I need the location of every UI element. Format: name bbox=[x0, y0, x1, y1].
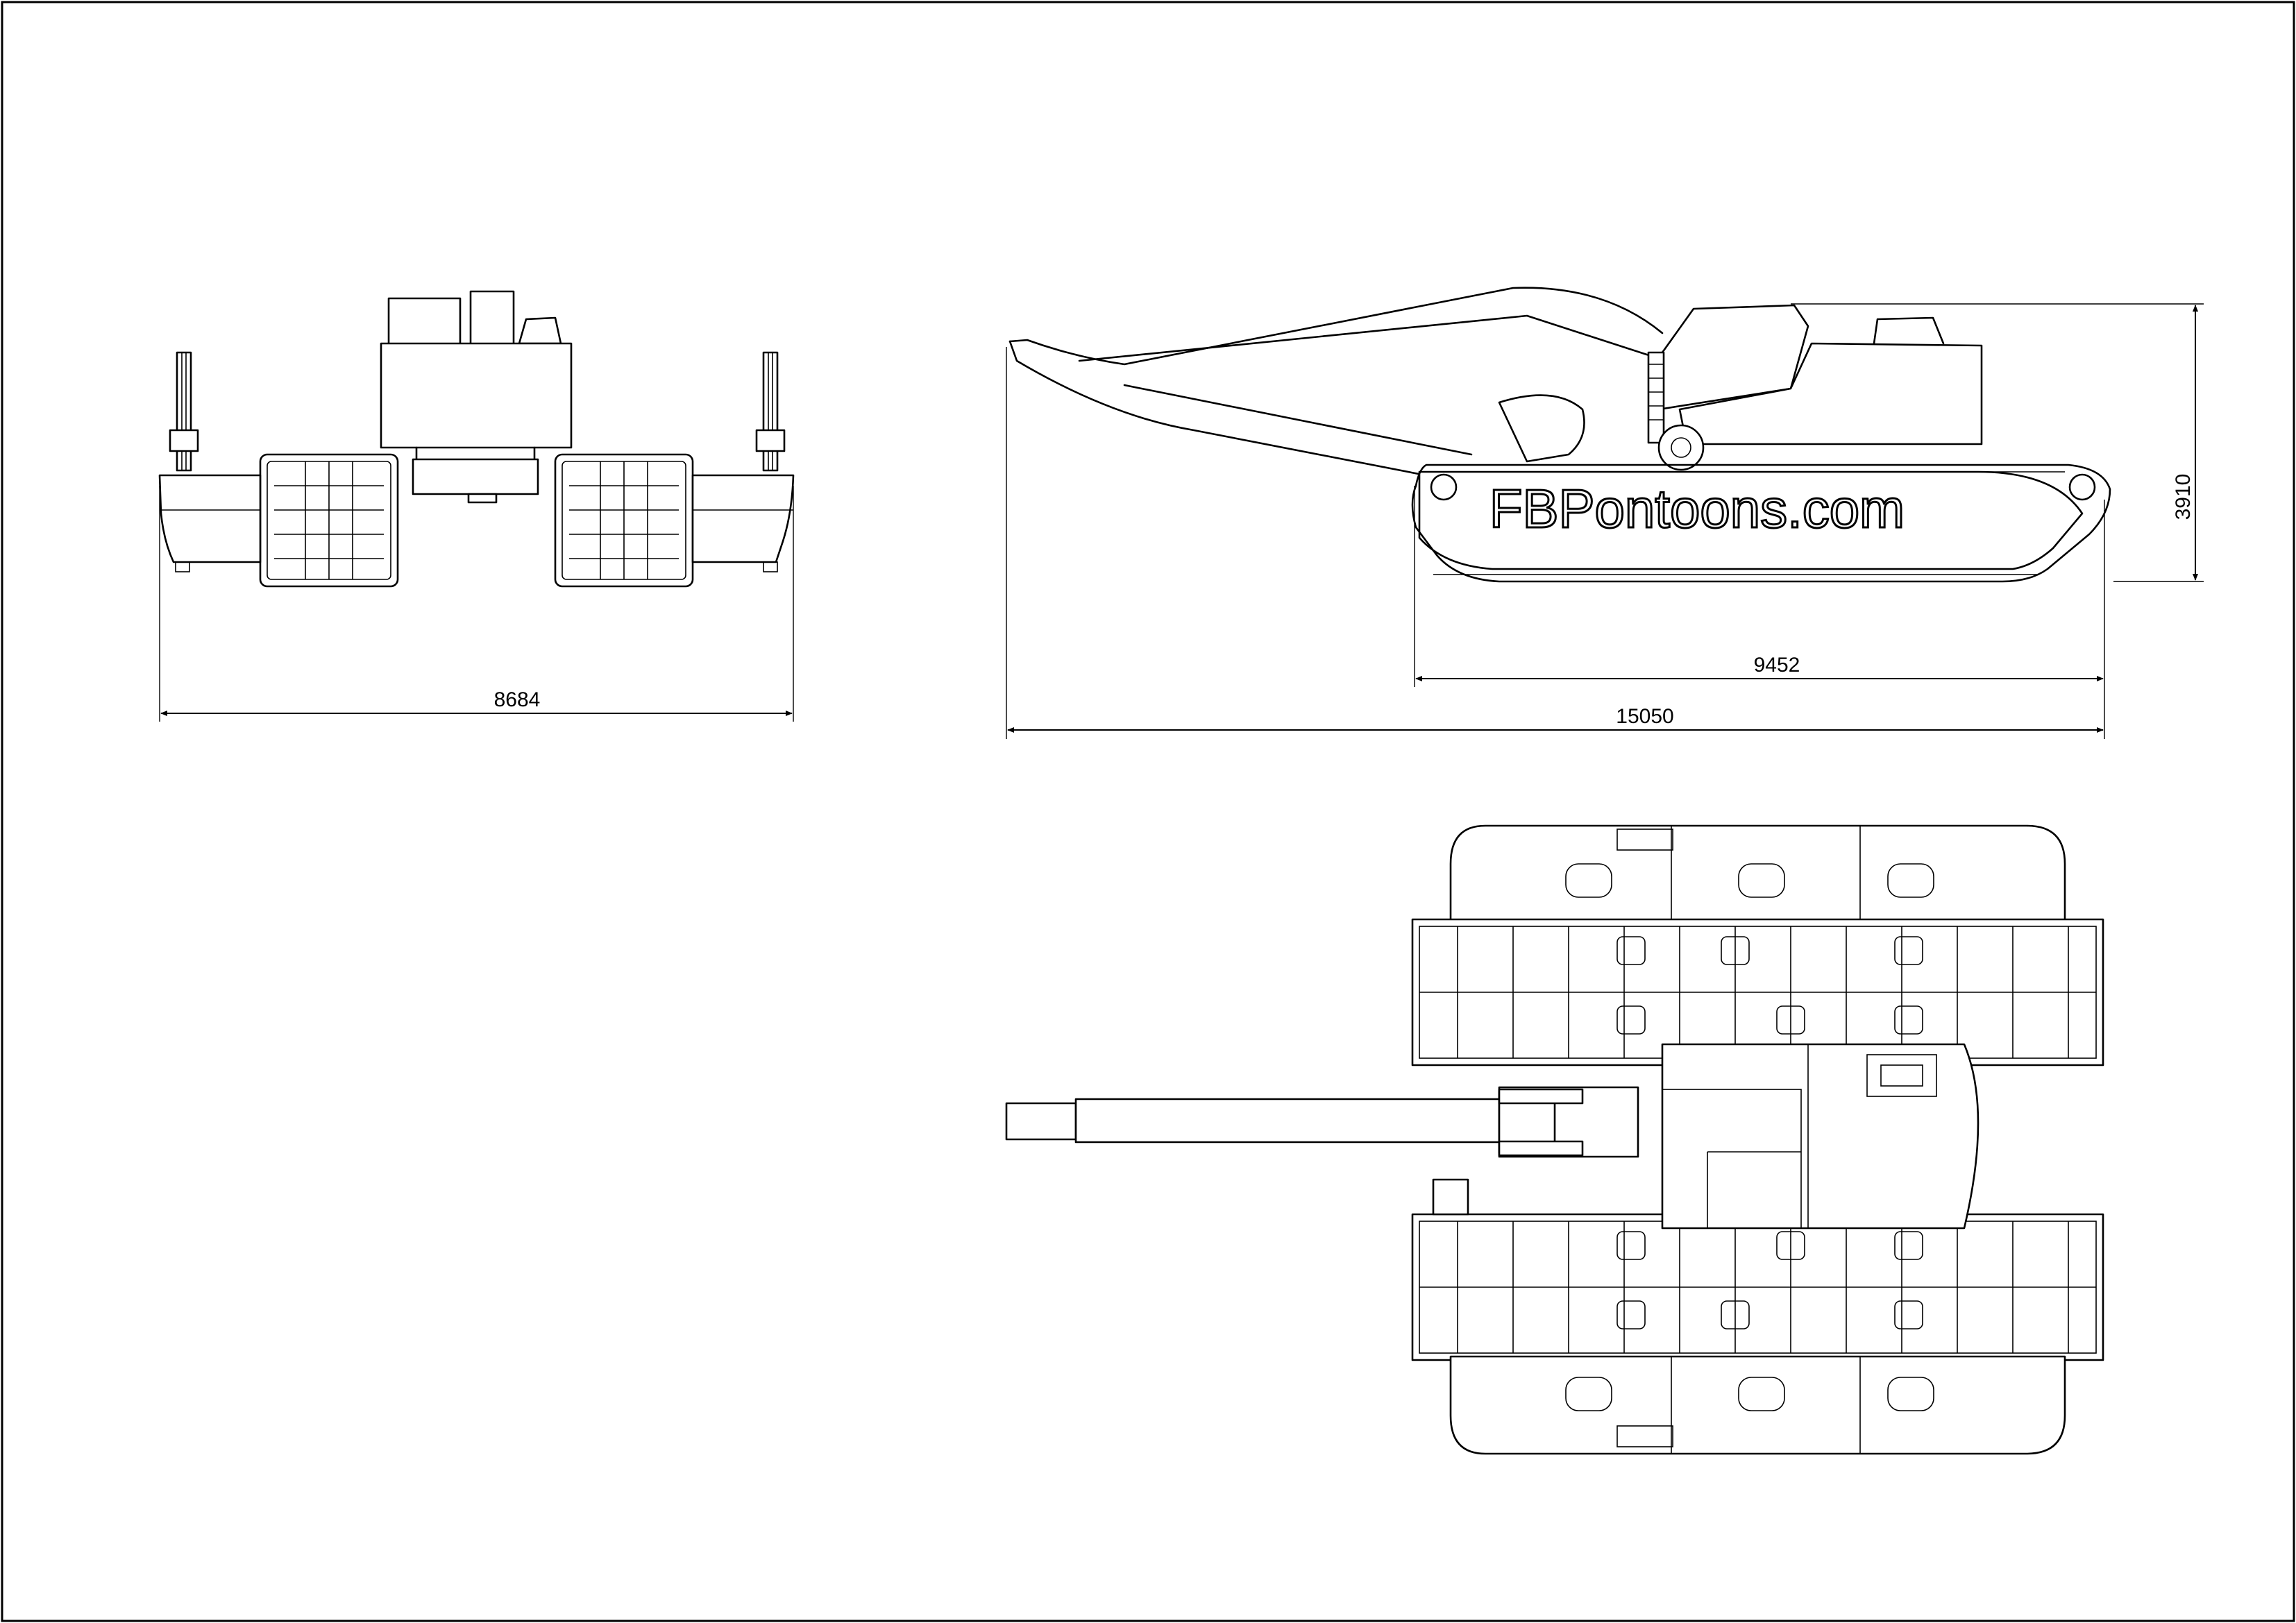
side-view: FBPontoons.com 3910 9452 15050 bbox=[1006, 287, 2204, 739]
height-dim: 3910 bbox=[2172, 474, 2195, 520]
front-view: 8684 bbox=[158, 290, 795, 722]
overall-length-dim: 15050 bbox=[1616, 705, 1673, 728]
track-length-dim: 9452 bbox=[1754, 654, 1800, 677]
brand-text: FBPontoons.com bbox=[1489, 478, 1905, 539]
front-width-dim: 8684 bbox=[494, 688, 541, 711]
top-view bbox=[1005, 824, 2104, 1455]
